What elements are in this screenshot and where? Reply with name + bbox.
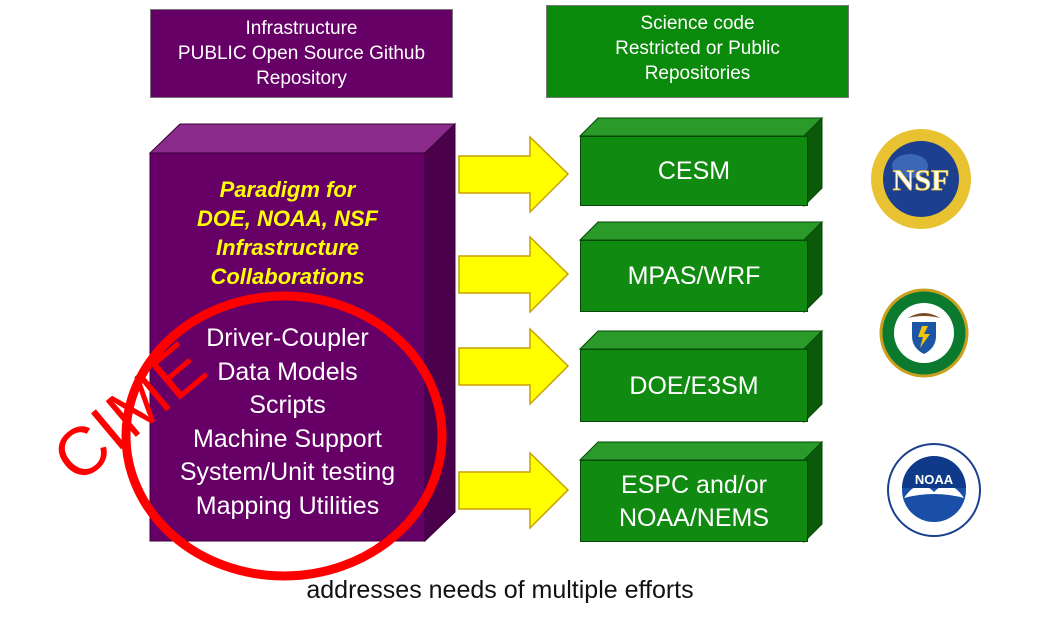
yellow-arrow (458, 327, 570, 406)
noaa-seal-icon: NOAA (887, 443, 981, 537)
target-doe-e3sm: DOE/E3SM (580, 349, 808, 422)
noaa-logo-text: NOAA (915, 472, 954, 487)
paradigm-line: Collaborations (210, 264, 365, 289)
noaa-bird (904, 485, 964, 498)
science-header-line: Repositories (644, 63, 751, 84)
infrastructure-header: Infrastructure PUBLIC Open Source Github… (150, 9, 453, 98)
doe-eagle (908, 313, 940, 318)
green-box-cesm-3d (578, 116, 824, 208)
arrow-mpas (458, 235, 570, 314)
component-item: Scripts (249, 391, 326, 419)
target-cesm: CESM (580, 136, 808, 206)
target-label: CESM (657, 157, 731, 185)
paradigm-line: Paradigm for (219, 177, 356, 202)
yellow-arrow (458, 135, 570, 214)
yellow-arrow (458, 235, 570, 314)
doe-seal-icon (879, 288, 969, 378)
target-espc-noaa: ESPC and/or NOAA/NEMS (580, 460, 808, 542)
component-item: System/Unit testing (179, 458, 396, 486)
target-label: NOAA/NEMS (618, 504, 770, 532)
nsf-logo-text: NSF (893, 164, 950, 197)
red-circle (121, 291, 447, 581)
infrastructure-header-line: Repository (256, 68, 347, 89)
footer-caption: addresses needs of multiple efforts (306, 576, 694, 604)
science-header-line: Science code (640, 13, 755, 34)
infrastructure-header-line: Infrastructure (245, 18, 358, 39)
green-box-e3sm-3d (578, 329, 824, 424)
component-item: Data Models (217, 357, 358, 386)
arrow-espc (458, 451, 570, 530)
target-mpas-wrf: MPAS/WRF (580, 240, 808, 312)
arrow-cesm (458, 135, 570, 214)
science-code-header: Science code Restricted or Public Reposi… (546, 5, 849, 98)
component-item: Machine Support (192, 424, 382, 453)
nsf-globe-shine (892, 154, 928, 178)
noaa-sky (902, 456, 966, 488)
box-front-face (149, 152, 426, 542)
paradigm-text: Paradigm for DOE, NOAA, NSF Infrastructu… (150, 175, 425, 291)
component-list: Driver-Coupler Data Models Scripts Machi… (150, 322, 425, 523)
nsf-seal-icon: NSF (871, 129, 971, 229)
paradigm-line: Infrastructure (215, 235, 360, 260)
doe-bolt (918, 326, 930, 348)
yellow-arrow (458, 451, 570, 530)
component-item: Mapping Utilities (195, 491, 380, 520)
component-item: Driver-Coupler (206, 324, 369, 352)
target-label: ESPC and/or (621, 471, 767, 499)
science-header-line: Restricted or Public (615, 38, 780, 59)
infrastructure-header-line: PUBLIC Open Source Github (177, 43, 426, 64)
arrow-e3sm (458, 327, 570, 406)
paradigm-line: DOE, NOAA, NSF (197, 206, 378, 231)
target-label: DOE/E3SM (629, 372, 759, 400)
target-label: MPAS/WRF (627, 262, 761, 290)
